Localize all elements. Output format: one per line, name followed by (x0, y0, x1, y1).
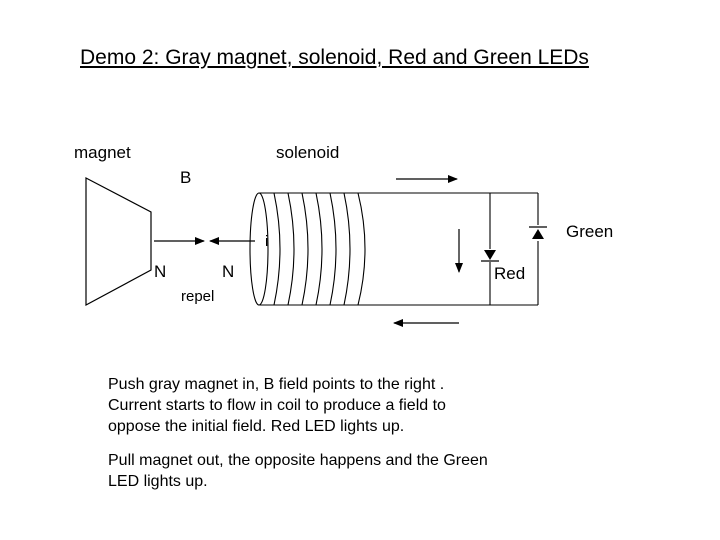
green-led-icon (529, 226, 547, 239)
push-line: oppose the initial field. Red LED lights… (108, 418, 405, 435)
solenoid-label: solenoid (276, 143, 340, 162)
pull-line: LED lights up. (108, 473, 208, 490)
magnet-shape (85, 177, 152, 307)
current-label: i (265, 233, 269, 250)
red-led-icon (481, 250, 499, 262)
push-line: Current starts to flow in coil to produc… (108, 397, 446, 414)
red-led-label: Red (494, 264, 526, 283)
push-explanation: Push gray magnet in, B field points to t… (108, 374, 446, 437)
magnet-north-label: N (154, 262, 167, 281)
solenoid-north-label: N (222, 262, 235, 281)
led-circuit (489, 192, 539, 306)
solenoid-coil (249, 192, 490, 306)
green-led-label: Green (566, 222, 614, 241)
magnet-label: magnet (74, 143, 131, 162)
b-field-label: B (180, 168, 192, 187)
page-title: Demo 2: Gray magnet, solenoid, Red and G… (80, 46, 589, 69)
pull-explanation: Pull magnet out, the opposite happens an… (108, 450, 488, 492)
pull-line: Pull magnet out, the opposite happens an… (108, 452, 488, 469)
push-line: Push gray magnet in, B field points to t… (108, 376, 445, 393)
repel-label: repel (181, 288, 215, 305)
